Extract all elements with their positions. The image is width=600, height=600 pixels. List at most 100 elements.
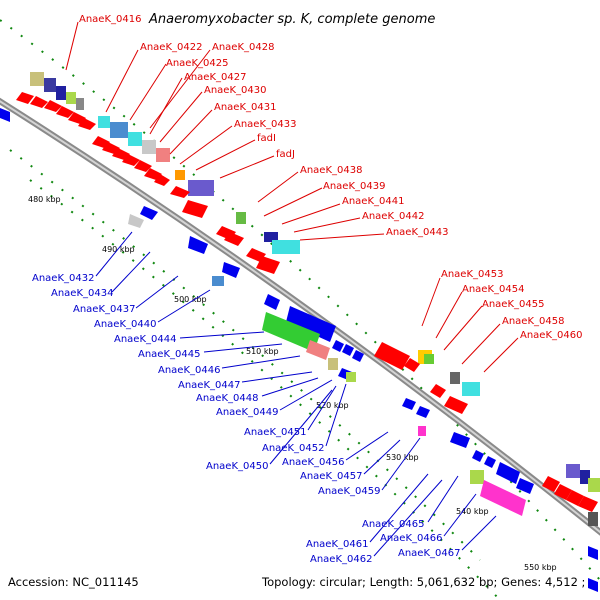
gene-arrow[interactable] (450, 432, 470, 448)
gene-label[interactable]: AnaeK_0431 (214, 102, 276, 113)
gene-label[interactable]: AnaeK_0451 (244, 427, 306, 438)
gene-arrow[interactable] (416, 406, 430, 418)
gene-arrow[interactable] (224, 232, 244, 246)
gene-arrow[interactable] (0, 108, 10, 122)
gene-block[interactable] (44, 78, 56, 92)
gene-block[interactable] (66, 92, 76, 104)
gene-block[interactable] (110, 122, 128, 138)
gene-arrow[interactable] (112, 148, 130, 160)
gene-label[interactable]: AnaeK_0432 (32, 273, 94, 284)
gene-arrow[interactable] (404, 358, 420, 372)
gene-label[interactable]: AnaeK_0430 (204, 85, 266, 96)
gene-label[interactable]: AnaeK_0457 (300, 471, 362, 482)
gene-label[interactable]: AnaeK_0433 (234, 119, 296, 130)
gene-arrow[interactable] (262, 312, 320, 352)
gene-arrow[interactable] (342, 344, 354, 356)
gene-label[interactable]: AnaeK_0434 (51, 288, 113, 299)
gene-label[interactable]: AnaeK_0452 (262, 443, 324, 454)
gene-arrow[interactable] (30, 96, 48, 108)
gene-label[interactable]: AnaeK_0442 (362, 211, 424, 222)
gene-block[interactable] (56, 86, 66, 100)
gene-arrow[interactable] (16, 92, 34, 104)
gene-block[interactable] (346, 372, 356, 382)
gene-arrow[interactable] (444, 396, 468, 414)
gene-label[interactable]: AnaeK_0455 (482, 299, 544, 310)
gene-label[interactable]: AnaeK_0466 (380, 533, 442, 544)
gene-block[interactable] (128, 132, 142, 146)
gene-arrow[interactable] (78, 118, 96, 130)
gene-label[interactable]: fadI (257, 133, 276, 144)
gene-arrow[interactable] (44, 100, 62, 112)
gene-label[interactable]: AnaeK_0425 (166, 58, 228, 69)
gene-label[interactable]: AnaeK_0458 (502, 316, 564, 327)
gene-label[interactable]: AnaeK_0449 (216, 407, 278, 418)
gene-arrow[interactable] (134, 160, 152, 172)
gene-arrow[interactable] (542, 476, 560, 492)
gene-label[interactable]: AnaeK_0428 (212, 42, 274, 53)
gene-block[interactable] (588, 512, 598, 526)
gene-arrow[interactable] (554, 484, 572, 500)
gene-label[interactable]: AnaeK_0443 (386, 227, 448, 238)
gene-arrow[interactable] (472, 450, 484, 462)
gene-arrow[interactable] (264, 294, 280, 310)
gene-label[interactable]: AnaeK_0450 (206, 461, 268, 472)
gene-arrow[interactable] (516, 478, 534, 494)
gene-block[interactable] (566, 464, 580, 478)
gene-block[interactable] (98, 116, 110, 128)
gene-arrow[interactable] (144, 168, 162, 180)
gene-arrow[interactable] (430, 384, 446, 398)
gene-arrow[interactable] (256, 256, 280, 274)
gene-label[interactable]: AnaeK_0462 (310, 554, 372, 565)
gene-arrow[interactable] (402, 398, 416, 410)
gene-arrow[interactable] (188, 236, 208, 254)
gene-block[interactable] (272, 240, 300, 254)
gene-block[interactable] (30, 72, 44, 86)
gene-arrow[interactable] (222, 262, 240, 278)
gene-arrow[interactable] (374, 342, 410, 370)
gene-block[interactable] (424, 354, 434, 364)
gene-block[interactable] (580, 470, 590, 484)
gene-arrow[interactable] (332, 340, 344, 352)
gene-block[interactable] (188, 180, 214, 196)
gene-label[interactable]: AnaeK_0459 (318, 486, 380, 497)
gene-label[interactable]: AnaeK_0437 (73, 304, 135, 315)
gene-arrow[interactable] (306, 340, 330, 360)
gene-arrow[interactable] (182, 200, 208, 218)
gene-arrow[interactable] (56, 106, 74, 118)
gene-label[interactable]: AnaeK_0416 (79, 14, 141, 25)
gene-block[interactable] (450, 372, 460, 384)
gene-block[interactable] (156, 148, 170, 162)
gene-block[interactable] (142, 140, 156, 154)
gene-label[interactable]: AnaeK_0454 (462, 284, 524, 295)
gene-arrow[interactable] (154, 174, 170, 186)
gene-arrow[interactable] (352, 350, 364, 362)
gene-arrow[interactable] (122, 154, 140, 166)
gene-arrow[interactable] (286, 306, 336, 342)
gene-block[interactable] (588, 478, 600, 492)
gene-arrow[interactable] (128, 214, 144, 228)
gene-label[interactable]: AnaeK_0465 (362, 519, 424, 530)
gene-label[interactable]: AnaeK_0438 (300, 165, 362, 176)
gene-label[interactable]: AnaeK_0440 (94, 319, 156, 330)
gene-label[interactable]: AnaeK_0467 (398, 548, 460, 559)
gene-arrow[interactable] (170, 186, 190, 198)
gene-arrow[interactable] (588, 546, 598, 560)
gene-arrow[interactable] (92, 136, 110, 148)
gene-label[interactable]: AnaeK_0422 (140, 42, 202, 53)
gene-label[interactable]: AnaeK_0448 (196, 393, 258, 404)
gene-label[interactable]: AnaeK_0439 (323, 181, 385, 192)
gene-block[interactable] (470, 470, 484, 484)
gene-label[interactable]: AnaeK_0447 (178, 380, 240, 391)
gene-block[interactable] (264, 232, 278, 242)
gene-label[interactable]: AnaeK_0427 (184, 72, 246, 83)
gene-block[interactable] (328, 358, 338, 370)
gene-block[interactable] (236, 212, 246, 224)
gene-label[interactable]: AnaeK_0446 (158, 365, 220, 376)
gene-label[interactable]: AnaeK_0445 (138, 349, 200, 360)
gene-arrow[interactable] (140, 206, 158, 220)
gene-label[interactable]: AnaeK_0444 (114, 334, 176, 345)
gene-block[interactable] (212, 276, 224, 286)
gene-arrow[interactable] (588, 578, 598, 592)
gene-block[interactable] (175, 170, 185, 180)
gene-label[interactable]: AnaeK_0441 (342, 196, 404, 207)
